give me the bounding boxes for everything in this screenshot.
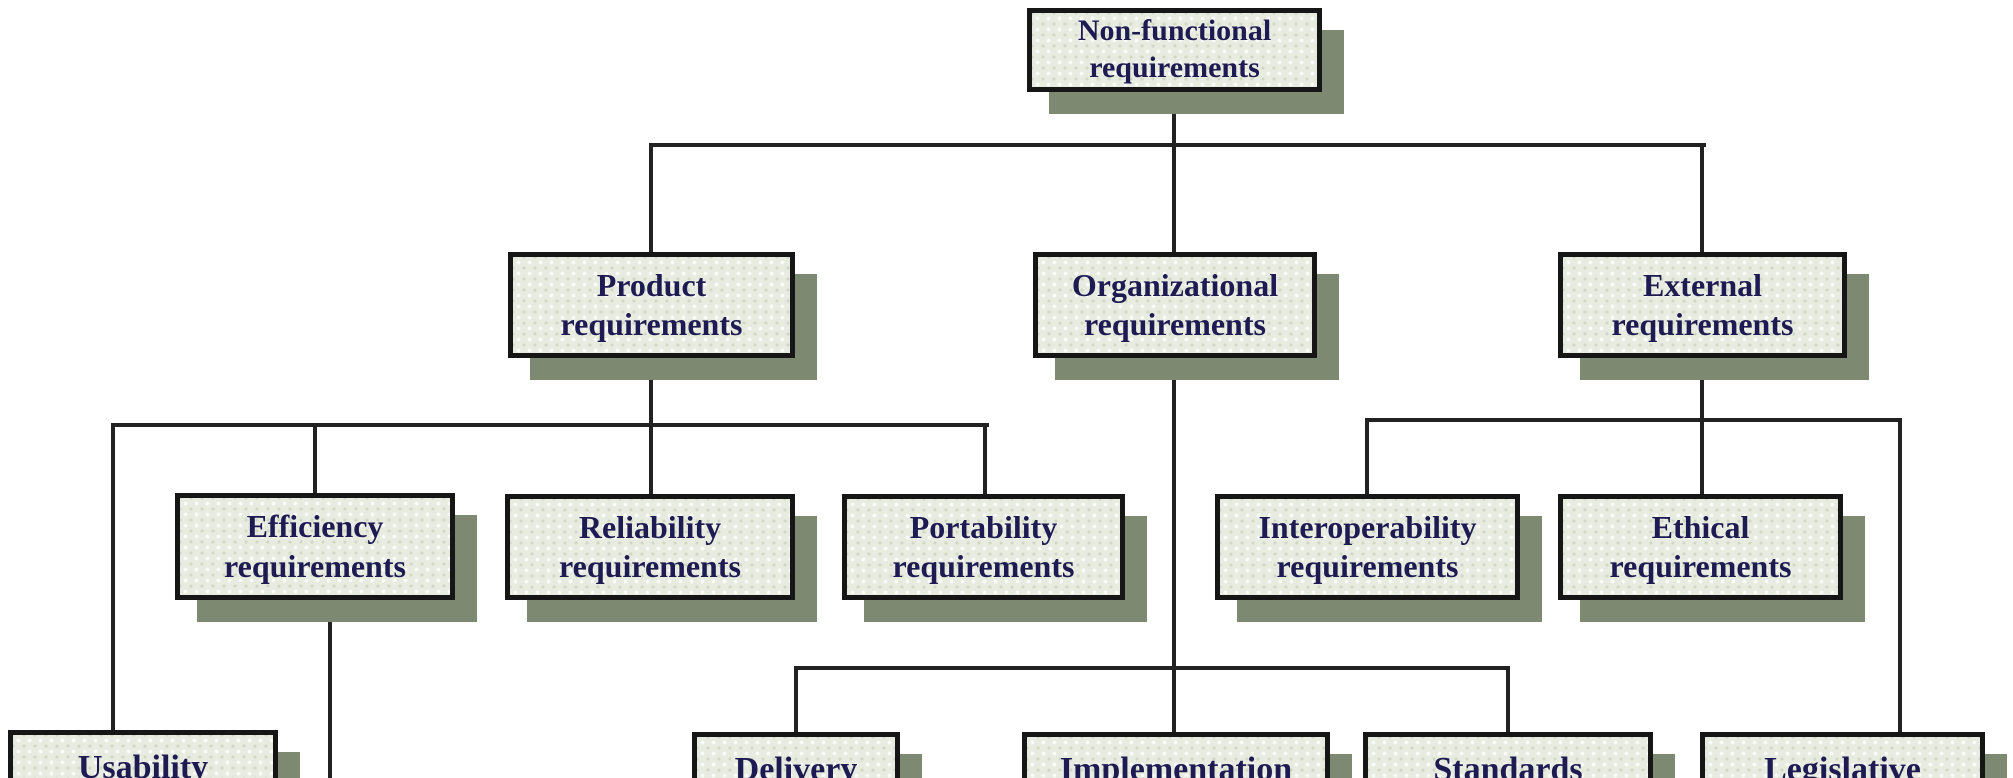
connector-drop-organizational — [1172, 145, 1176, 253]
node-legislative: Legislative — [1700, 732, 1985, 778]
connector-drop-standards — [1506, 666, 1510, 734]
connector-efficiency-children-offscreen — [328, 598, 332, 778]
node-product-requirements: Product requirements — [508, 252, 795, 358]
node-ethical-requirements: Ethical requirements — [1558, 494, 1843, 600]
node-label: External requirements — [1611, 266, 1794, 342]
node-label: Portability requirements — [892, 508, 1075, 584]
node-external-requirements: External requirements — [1558, 252, 1847, 358]
node-label: Standards — [1433, 751, 1583, 778]
connector-organizational-branch — [794, 666, 1510, 670]
node-usability: Usability — [8, 730, 278, 778]
connector-drop-implementation — [1172, 666, 1176, 734]
node-label: Organizational requirements — [1071, 266, 1279, 342]
connector-external-stem — [1700, 356, 1704, 497]
node-label: Reliability requirements — [559, 508, 741, 584]
connector-drop-product — [649, 145, 653, 253]
connector-drop-usability — [111, 423, 115, 733]
node-label: Implementation — [1059, 751, 1293, 778]
connector-drop-delivery — [794, 666, 798, 734]
node-label: Interoperability requirements — [1258, 508, 1477, 584]
node-label: Non-functional requirements — [1077, 14, 1272, 84]
connector-organizational-stem — [1172, 356, 1176, 670]
node-interoperability-requirements: Interoperability requirements — [1215, 494, 1520, 600]
node-label: Efficiency requirements — [224, 508, 406, 584]
node-reliability-requirements: Reliability requirements — [505, 494, 795, 600]
connector-drop-portability — [983, 423, 987, 497]
node-delivery: Delivery — [692, 732, 900, 778]
node-portability-requirements: Portability requirements — [842, 494, 1125, 600]
node-organizational-requirements: Organizational requirements — [1033, 252, 1317, 358]
connector-product-branch — [111, 423, 989, 427]
node-label: Delivery — [734, 751, 858, 778]
connector-drop-legislative — [1898, 418, 1902, 734]
node-label: Ethical requirements — [1609, 508, 1792, 584]
connector-external-branch — [1365, 418, 1902, 422]
connector-drop-interoperability — [1365, 418, 1369, 496]
connector-drop-external — [1700, 145, 1704, 253]
node-label: Legislative — [1764, 751, 1921, 778]
node-implementation: Implementation — [1022, 732, 1330, 778]
node-standards: Standards — [1363, 732, 1653, 778]
connector-root-stem — [1172, 90, 1176, 147]
node-non-functional-requirements: Non-functional requirements — [1027, 8, 1322, 92]
node-label: Product requirements — [560, 266, 743, 342]
connector-drop-efficiency — [313, 423, 317, 495]
node-efficiency-requirements: Efficiency requirements — [175, 493, 455, 600]
connector-level2-branch — [649, 143, 1706, 147]
node-label: Usability — [77, 749, 209, 778]
